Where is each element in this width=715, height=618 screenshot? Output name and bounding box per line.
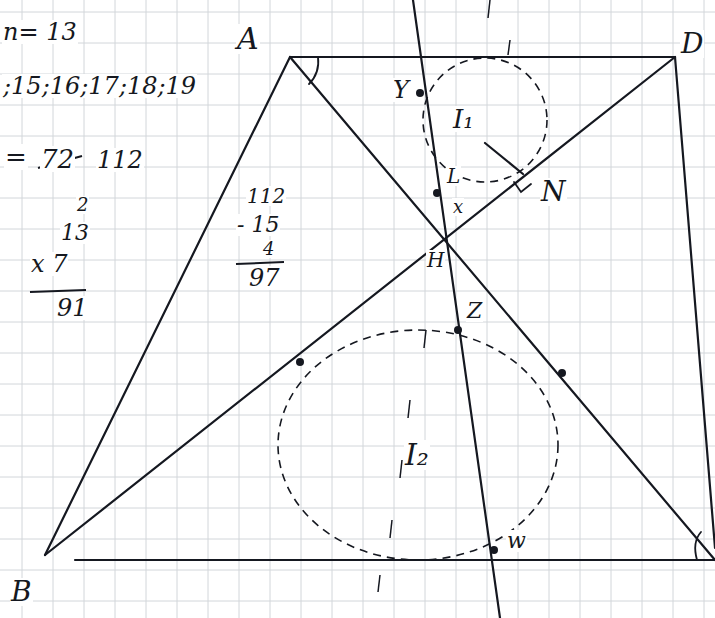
note-text: =: [4, 144, 28, 170]
note-text: 4: [262, 240, 275, 258]
note-text: ;15;16;17;18;19: [2, 74, 197, 98]
note-text: 72: [40, 146, 75, 172]
side-ad: [290, 56, 675, 58]
point-label: w: [506, 530, 527, 552]
side-dc: [675, 57, 715, 548]
note-text: 91: [56, 296, 89, 320]
note-text: 112: [246, 186, 286, 206]
right-angle-mark: [514, 182, 531, 192]
incircle-one: [423, 58, 547, 182]
note-text: n= 13: [2, 20, 78, 44]
point-label: x: [452, 198, 464, 216]
note-text: x 7: [30, 252, 68, 276]
note-text: 2: [76, 196, 89, 214]
sum-underline: [30, 290, 86, 292]
line-yw: [413, 0, 500, 618]
note-strokes: [30, 156, 284, 292]
radius-segment: [485, 143, 523, 174]
point-label: Y: [392, 78, 410, 102]
point-label: Z: [466, 300, 483, 322]
point-label: I₁: [452, 106, 475, 132]
point-label: D: [680, 30, 704, 58]
note-text: 13: [60, 222, 90, 244]
side-bc: [75, 559, 715, 561]
point-label: N: [540, 178, 567, 206]
point-label: A: [236, 24, 260, 54]
ticks: [378, 0, 510, 592]
point-label: H: [426, 250, 445, 270]
diagonal-ac: [290, 57, 715, 560]
point-label: I₂: [404, 440, 430, 470]
note-text: 97: [248, 266, 281, 290]
angle-arc: [309, 57, 318, 84]
angle-arc: [695, 532, 701, 560]
sum-underline: [236, 262, 284, 264]
incircle-two: [278, 330, 558, 560]
point-label: B: [10, 578, 33, 606]
note-text: 112: [96, 148, 144, 172]
side-ab: [45, 57, 290, 555]
note-text: - 15: [236, 214, 280, 236]
point-label: L: [446, 166, 461, 186]
points: [296, 89, 566, 554]
diagonal-bd: [45, 57, 675, 555]
dashed-circles: [278, 58, 558, 560]
